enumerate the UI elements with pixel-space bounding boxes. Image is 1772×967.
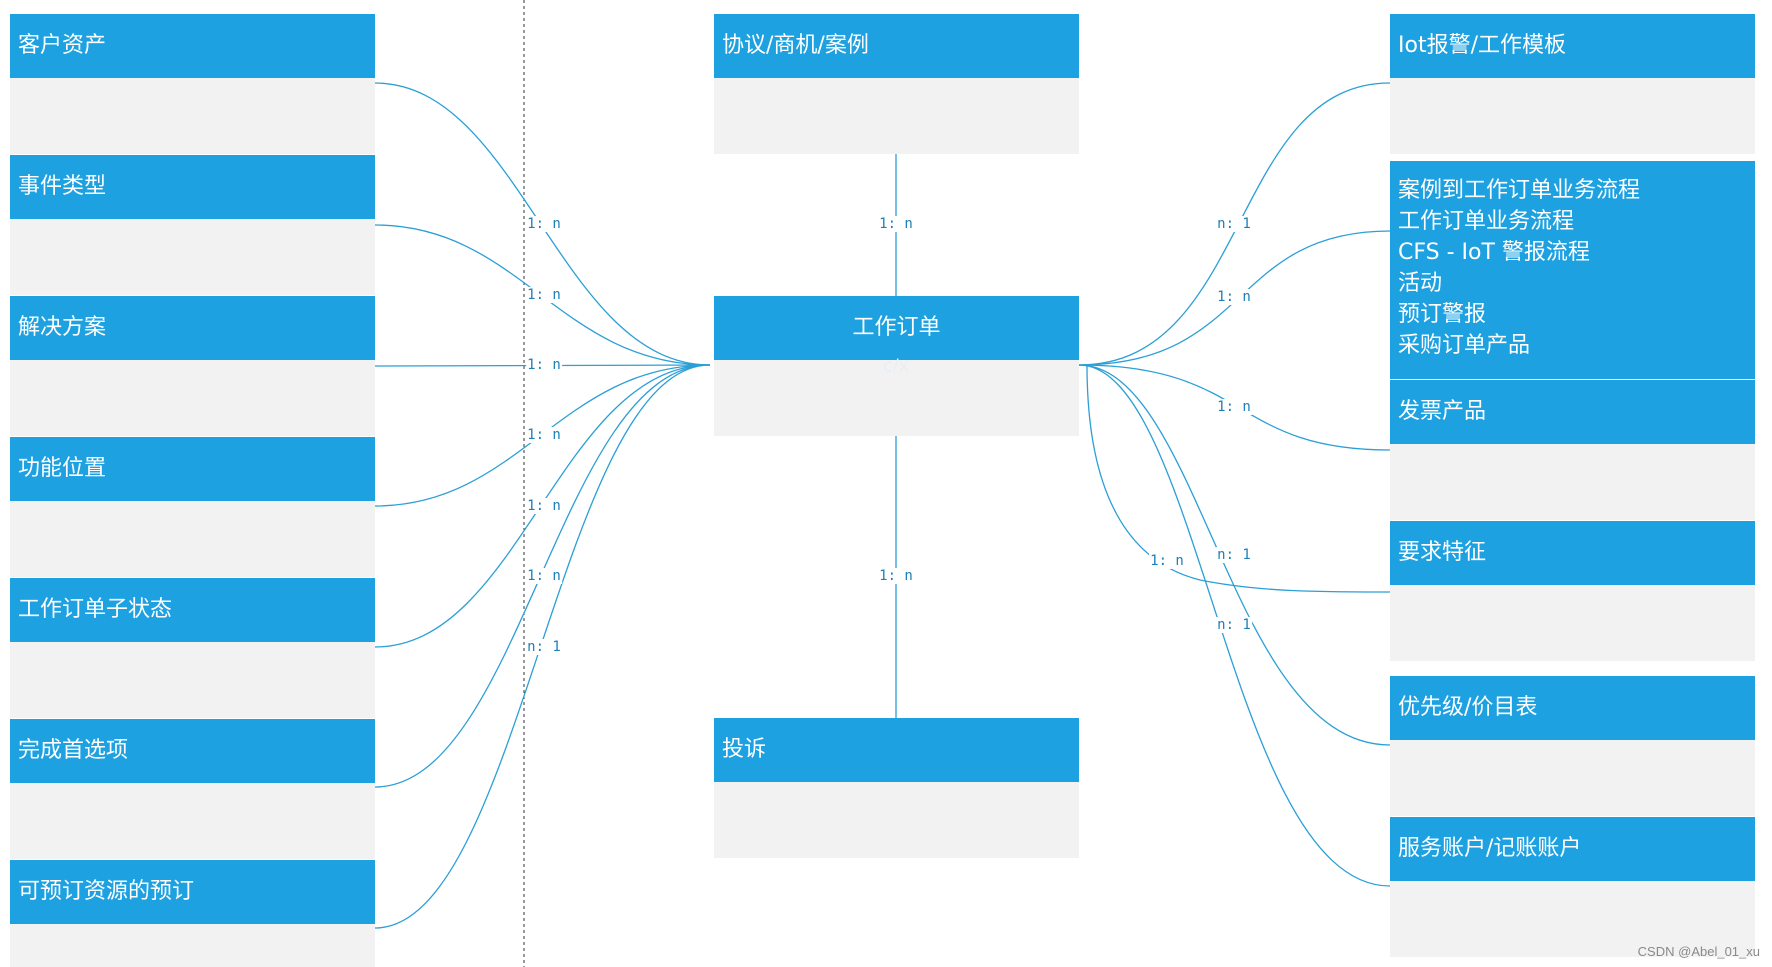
entity-title: 服务账户/记账账户 [1390,817,1755,881]
entity-body [714,782,1079,858]
entity-body [1390,881,1755,957]
entity-right-5[interactable]: 服务账户/记账账户 [1390,817,1755,957]
entity-body [10,642,375,718]
cardinality-right-2: 1: n [1216,399,1252,415]
cardinality-center-bottom: 1: n [878,568,914,584]
cardinality-left-5: 1: n [526,568,562,584]
entity-center-bottom[interactable]: 投诉 [714,718,1079,858]
cardinality-left-3: 1: n [526,427,562,443]
line-3: 活动 [1398,271,1443,296]
entity-left-4[interactable]: 工作订单子状态 [10,578,375,718]
cardinality-left-4: 1: n [526,498,562,514]
entity-title: Iot报警/工作模板 [1390,14,1755,78]
cardinality-right-5: n: 1 [1216,617,1252,633]
entity-title-multiline: 案例到工作订单业务流程 工作订单业务流程 CFS - IoT 警报流程 活动 预… [1390,161,1755,379]
entity-left-0[interactable]: 客户资产 [10,14,375,154]
entity-body [10,924,375,967]
entity-right-1[interactable]: 案例到工作订单业务流程 工作订单业务流程 CFS - IoT 警报流程 活动 预… [1390,161,1755,379]
entity-right-4[interactable]: 优先级/价目表 [1390,676,1755,816]
watermark: CSDN @Abel_01_xu [1637,944,1760,959]
cardinality-right-4: 1: n [1149,553,1185,569]
entity-title: 发票产品 [1390,380,1755,444]
entity-title: 协议/商机/案例 [714,14,1079,78]
entity-body [10,783,375,859]
line-4: 预订警报 [1398,302,1487,327]
entity-body [1390,585,1755,661]
line-1: 工作订单业务流程 [1398,209,1575,234]
entity-left-2[interactable]: 解决方案 [10,296,375,436]
cardinality-left-2: 1: n [526,357,562,373]
entity-center-top[interactable]: 协议/商机/案例 [714,14,1079,154]
entity-body [10,360,375,436]
entity-title: 客户资产 [10,14,375,78]
entity-center-main[interactable]: 工作订单 [714,296,1079,436]
entity-body [714,360,1079,436]
cardinality-left-1: 1: n [526,287,562,303]
entity-title: 投诉 [714,718,1079,782]
entity-left-1[interactable]: 事件类型 [10,155,375,295]
entity-right-3[interactable]: 要求特征 [1390,521,1755,661]
entity-body [714,78,1079,154]
entity-title: 要求特征 [1390,521,1755,585]
cardinality-right-1: 1: n [1216,289,1252,305]
entity-title: 事件类型 [10,155,375,219]
entity-left-5[interactable]: 完成首选项 [10,719,375,859]
entity-title: 完成首选项 [10,719,375,783]
entity-title: 工作订单 [714,296,1079,360]
entity-title: 解决方案 [10,296,375,360]
entity-title: 工作订单子状态 [10,578,375,642]
entity-title: 优先级/价目表 [1390,676,1755,740]
cardinality-center-top: 1: n [878,216,914,232]
entity-left-6[interactable]: 可预订资源的预订 [10,860,375,967]
entity-right-0[interactable]: Iot报警/工作模板 [1390,14,1755,154]
entity-body [1390,444,1755,520]
line-0: 案例到工作订单业务流程 [1398,178,1641,203]
entity-left-3[interactable]: 功能位置 [10,437,375,577]
entity-title: 功能位置 [10,437,375,501]
cardinality-right-3: n: 1 [1216,547,1252,563]
entity-right-2[interactable]: 发票产品 [1390,380,1755,520]
link-right-3 [1086,364,1391,593]
line-2: CFS - IoT 警报流程 [1398,240,1590,265]
entity-body [10,219,375,295]
entity-body [1390,78,1755,154]
cardinality-right-0: n: 1 [1216,216,1252,232]
line-5: 采购订单产品 [1398,333,1531,358]
cardinality-left-0: 1: n [526,216,562,232]
entity-body [1390,740,1755,816]
entity-body [10,501,375,577]
entity-body [10,78,375,154]
entity-title: 可预订资源的预订 [10,860,375,924]
entity-main-subtext: c/x [882,355,910,377]
cardinality-left-6: n: 1 [526,639,562,655]
